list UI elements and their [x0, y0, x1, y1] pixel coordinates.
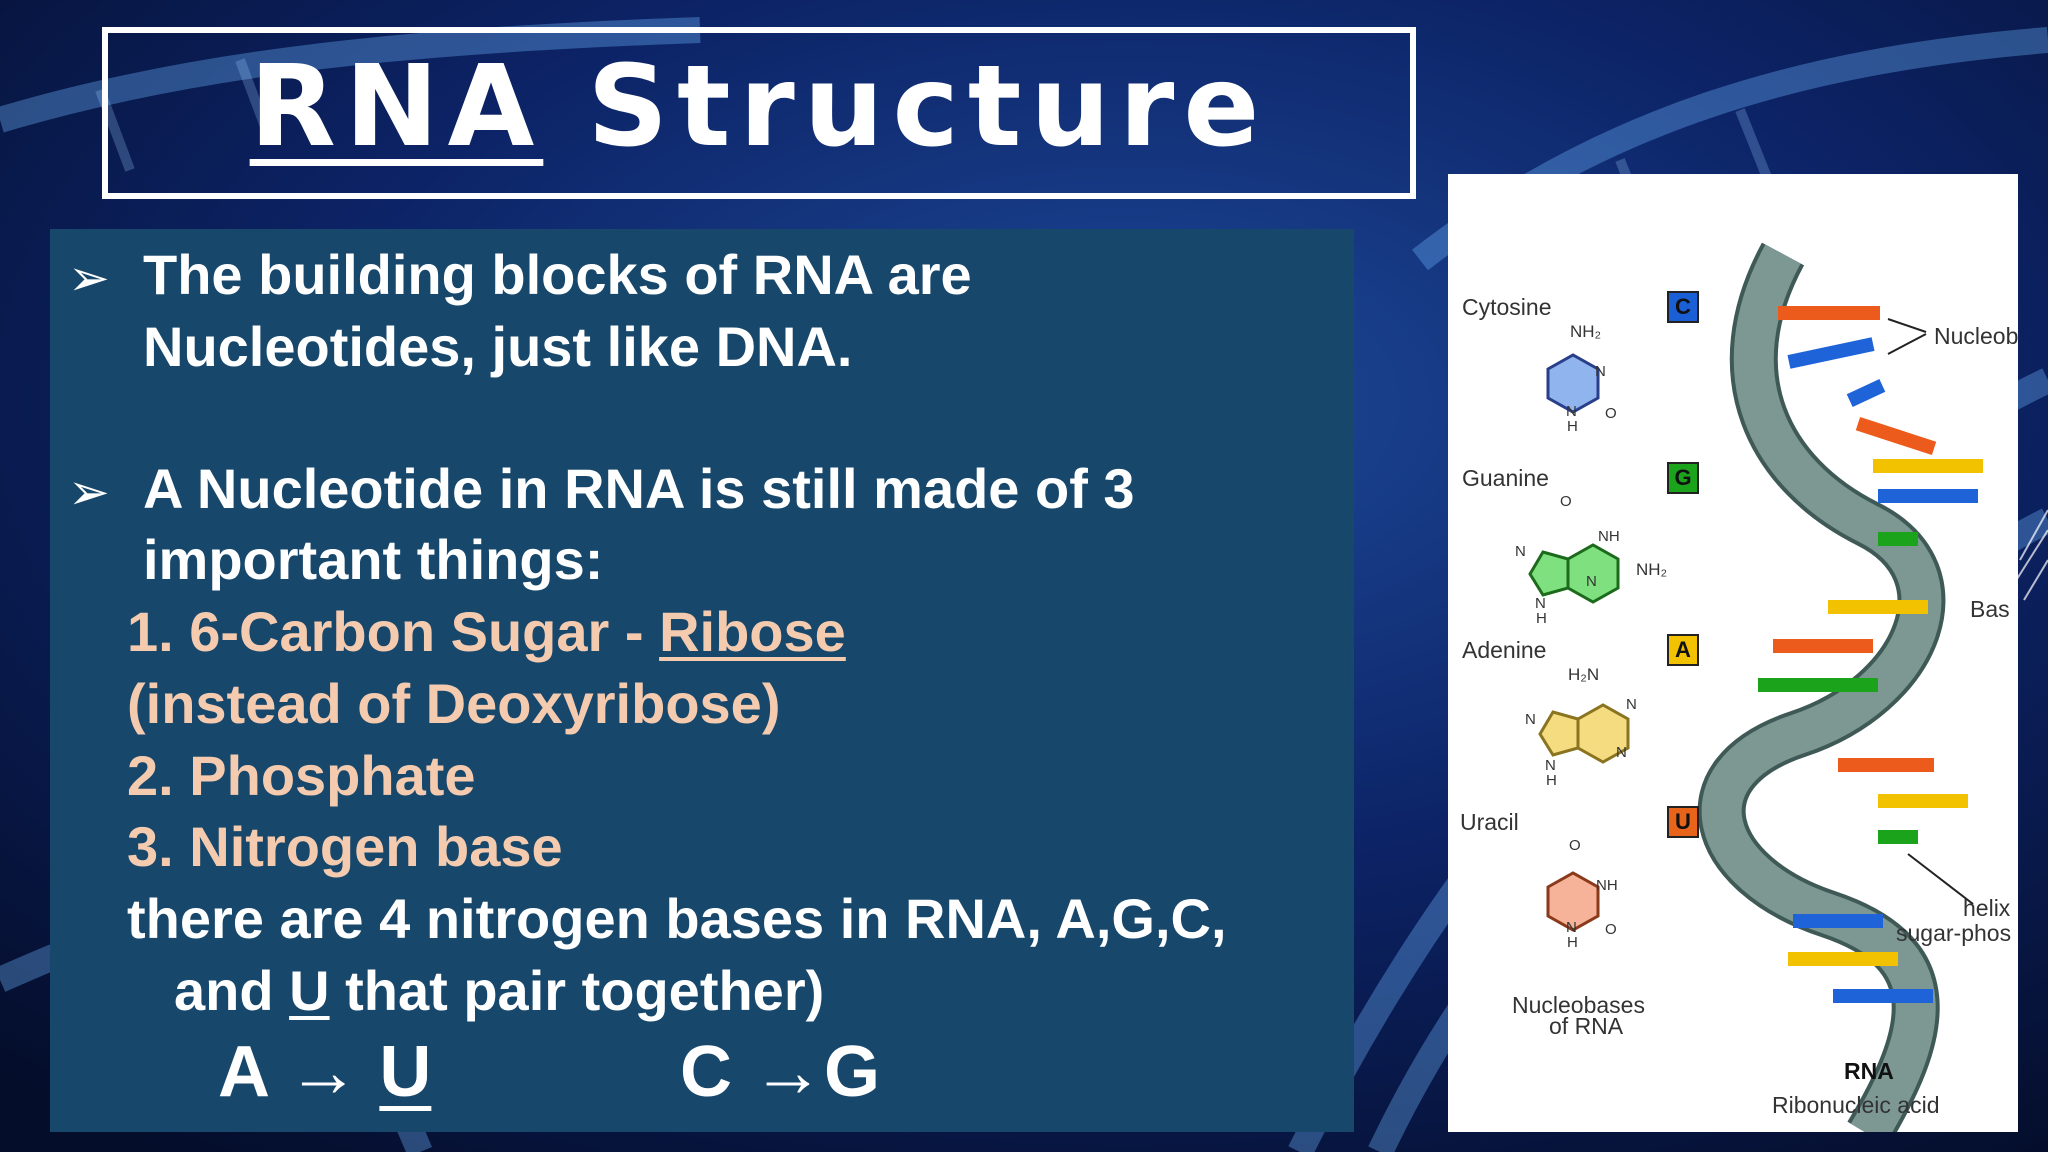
title-box: RNA Structure — [102, 27, 1416, 199]
adenine-n1: N — [1626, 696, 1637, 713]
base-pair-c-g: C →G — [680, 1036, 880, 1108]
rna-diagram-drawing — [1528, 242, 1983, 1132]
bullet-2-line-2: important things: — [143, 528, 604, 591]
guanine-group: NH₂ — [1636, 560, 1668, 579]
guanine-n1: N — [1515, 543, 1526, 560]
cytosine-o: O — [1605, 405, 1617, 422]
guanine-nh-n: N — [1535, 595, 1546, 612]
title-structure: Structure — [587, 42, 1269, 172]
note-line-2-end: that pair together) — [329, 959, 825, 1022]
pair-arrow-icon: → — [752, 1032, 825, 1112]
bullet-2-line-1: A Nucleotide in RNA is still made of 3 — [143, 457, 1135, 520]
badge-g: G — [1667, 462, 1699, 494]
slide-title: RNA Structure — [108, 27, 1410, 187]
uracil-nh-h: H — [1567, 934, 1578, 951]
label-nucleotide: Nucleob — [1934, 323, 2018, 349]
badge-c: C — [1667, 291, 1699, 323]
list-item-nitrogen-base: 3. Nitrogen base — [127, 815, 563, 878]
label-sugar-phosphate: sugar-phos — [1896, 920, 2012, 946]
label-helix: helix — [1963, 895, 2011, 921]
pair-g: G — [824, 1032, 881, 1112]
cytosine-n: N — [1595, 363, 1606, 380]
cytosine-ring — [1546, 353, 1600, 414]
guanine-nh: NH — [1598, 528, 1620, 545]
title-rna: RNA — [249, 42, 544, 172]
uracil-nh-n: N — [1566, 919, 1577, 936]
uracil-o2: O — [1605, 921, 1617, 938]
guanine-nh-h: H — [1536, 610, 1547, 627]
base-name-guanine: Guanine — [1462, 465, 1549, 491]
bullet-1-line-2: Nucleotides, just like DNA. — [143, 315, 853, 378]
adenine-nh-h: H — [1546, 772, 1557, 789]
base-name-cytosine: Cytosine — [1462, 294, 1552, 320]
adenine-nh-n: N — [1545, 757, 1556, 774]
caption-of-rna: of RNA — [1549, 1013, 1624, 1039]
guanine-n2: N — [1586, 573, 1597, 590]
content-panel: ➢ The building blocks of RNA are Nucleot… — [50, 229, 1354, 1132]
base-pair-a-u: A → U — [218, 1036, 431, 1108]
rna-subtitle: Ribonucleic acid — [1772, 1092, 1940, 1118]
cytosine-group: NH₂ — [1570, 322, 1602, 341]
list-item-sugar: 1. 6-Carbon Sugar - Ribose — [127, 604, 846, 660]
adenine-ring-5 — [1538, 710, 1580, 757]
badge-a: A — [1667, 634, 1699, 666]
uracil-nh: NH — [1596, 877, 1618, 894]
cytosine-nh-n: N — [1566, 403, 1577, 420]
ribose-link[interactable]: Ribose — [659, 600, 846, 663]
note-line-2-start: and — [174, 959, 290, 1022]
uracil-ring — [1546, 871, 1600, 932]
pair-a: A — [218, 1032, 268, 1112]
badge-u: U — [1667, 806, 1699, 838]
guanine-ring-5 — [1528, 550, 1570, 597]
list-item-phosphate: 2. Phosphate — [127, 744, 476, 807]
label-base: Bas — [1970, 596, 2010, 622]
base-name-uracil: Uracil — [1460, 809, 1519, 835]
rna-label: RNA — [1844, 1058, 1894, 1084]
adenine-n3: N — [1616, 744, 1627, 761]
pair-c: C — [680, 1032, 732, 1112]
adenine-n2: N — [1525, 711, 1536, 728]
adenine-group: H₂N — [1568, 665, 1600, 684]
bullet-1-line-1: The building blocks of RNA are — [143, 243, 972, 306]
helix-base-rungs — [1758, 306, 1983, 1003]
list-item-sugar-continued: (instead of Deoxyribose) — [127, 672, 781, 735]
note-line-1: there are 4 nitrogen bases in RNA, A,G,C… — [127, 887, 1227, 950]
helix-backbone — [1701, 244, 1942, 1132]
rna-diagram: Cytosine C NH₂ N O N H Guanine G O NH NH… — [1448, 174, 2018, 1132]
pair-arrow-icon: → — [287, 1032, 360, 1112]
annotation-pointers — [1887, 318, 1974, 905]
guanine-o: O — [1560, 493, 1572, 510]
note-u-letter: U — [289, 959, 330, 1022]
list-item-sugar-text: 1. 6-Carbon Sugar - — [127, 600, 660, 663]
pair-u: U — [379, 1032, 432, 1112]
uracil-o1: O — [1569, 837, 1581, 854]
bullet-arrow-icon: ➢ — [68, 250, 110, 306]
cytosine-nh-h: H — [1567, 418, 1578, 435]
bullet-arrow-icon: ➢ — [68, 464, 110, 520]
note-line-2: and U that pair together) — [174, 963, 824, 1019]
caption-nucleobases: Nucleobases — [1512, 992, 1645, 1018]
base-name-adenine: Adenine — [1462, 637, 1547, 663]
